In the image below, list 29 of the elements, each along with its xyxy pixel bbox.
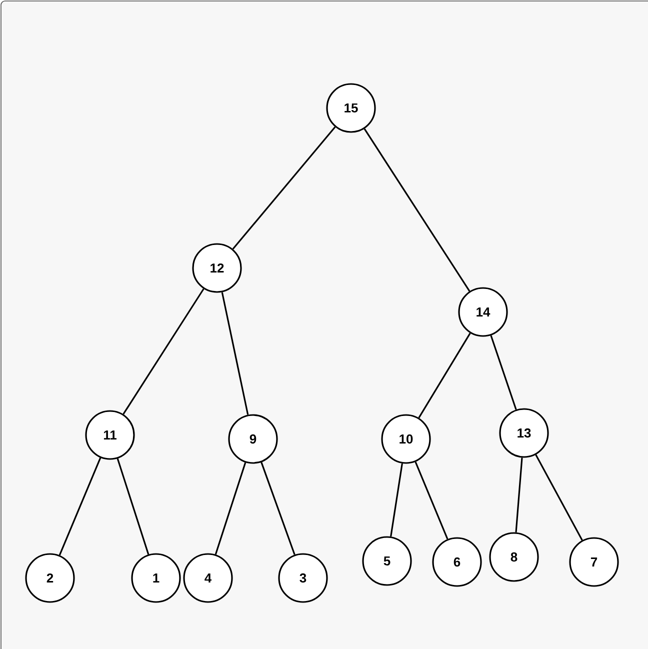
- tree-edge: [214, 462, 246, 555]
- tree-edge: [515, 458, 523, 532]
- tree-node: 8: [489, 532, 539, 582]
- tree-edge: [232, 126, 336, 250]
- tree-edge: [116, 458, 150, 555]
- tree-node: 3: [278, 553, 328, 603]
- tree-node: 15: [326, 83, 376, 133]
- tree-node: 5: [362, 536, 412, 586]
- tree-edge: [490, 335, 517, 410]
- tree-node: 14: [458, 287, 508, 337]
- tree-edge: [58, 458, 102, 556]
- tree-node: 9: [228, 414, 278, 464]
- tree-node: 6: [432, 537, 482, 587]
- tree-edge: [122, 288, 204, 415]
- tree-node: 7: [569, 537, 619, 587]
- tree-edge: [418, 332, 471, 418]
- tree-edge: [221, 292, 249, 415]
- tree-edge: [535, 454, 583, 541]
- tree-node: 13: [499, 408, 549, 458]
- tree-edge: [364, 128, 470, 292]
- tree-edge: [260, 462, 296, 555]
- tree-edge: [414, 462, 448, 540]
- tree-node: 11: [85, 410, 135, 460]
- tree-node: 1: [131, 553, 181, 603]
- tree-node: 2: [25, 553, 75, 603]
- tree-edge: [390, 463, 403, 537]
- tree-node: 4: [183, 553, 233, 603]
- tree-node: 10: [381, 414, 431, 464]
- tree-node: 12: [192, 243, 242, 293]
